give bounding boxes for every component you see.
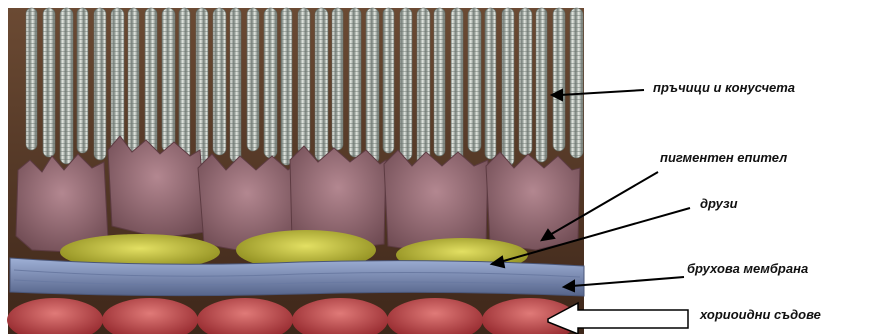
photoreceptor-rod [128, 8, 139, 156]
photoreceptor-rod [162, 8, 175, 152]
photoreceptor-rod [485, 8, 496, 159]
photoreceptor-rod [315, 8, 328, 161]
photoreceptor-rod [145, 8, 157, 163]
photoreceptor-rod [519, 8, 532, 155]
photoreceptor-rod [247, 8, 259, 151]
photoreceptor-rod [570, 8, 583, 158]
photoreceptor-rod [468, 8, 481, 152]
pointer-choroid-vessels-arrow [548, 303, 688, 334]
label-bruch-membrane: брухова мембрана [687, 261, 808, 276]
label-drusen: друзи [700, 196, 738, 211]
photoreceptor-rod [213, 8, 226, 155]
photoreceptor-rod [451, 8, 463, 163]
label-rods-cones: пръчици и конусчета [653, 80, 795, 95]
photoreceptor-rod [298, 8, 310, 154]
label-choroid-vessels: хориоидни съдове [700, 307, 821, 322]
photoreceptor-rod [26, 8, 37, 150]
photoreceptor-rod [60, 8, 73, 164]
label-pigment-epithelium: пигментен епител [660, 150, 787, 165]
photoreceptor-rod [349, 8, 361, 157]
pointer-bruch-membrane [572, 277, 684, 286]
photoreceptor-rod [230, 8, 241, 162]
photoreceptor-rod [553, 8, 565, 151]
pigment-cell [486, 152, 580, 250]
photoreceptor-rod [43, 8, 55, 157]
photoreceptor-rod [94, 8, 106, 160]
photoreceptor-rod [332, 8, 343, 150]
photoreceptor-rod [281, 8, 292, 165]
photoreceptor-rod [264, 8, 277, 158]
photoreceptor-rod [77, 8, 88, 153]
photoreceptor-rod [400, 8, 412, 160]
photoreceptor-rod [366, 8, 379, 164]
photoreceptor-rod [502, 8, 514, 166]
photoreceptor-rod [383, 8, 394, 153]
photoreceptor-rod [179, 8, 190, 159]
photoreceptor-rod [196, 8, 208, 166]
photoreceptor-rod [417, 8, 430, 167]
photoreceptor-rod [434, 8, 445, 156]
photoreceptor-rod [536, 8, 547, 162]
